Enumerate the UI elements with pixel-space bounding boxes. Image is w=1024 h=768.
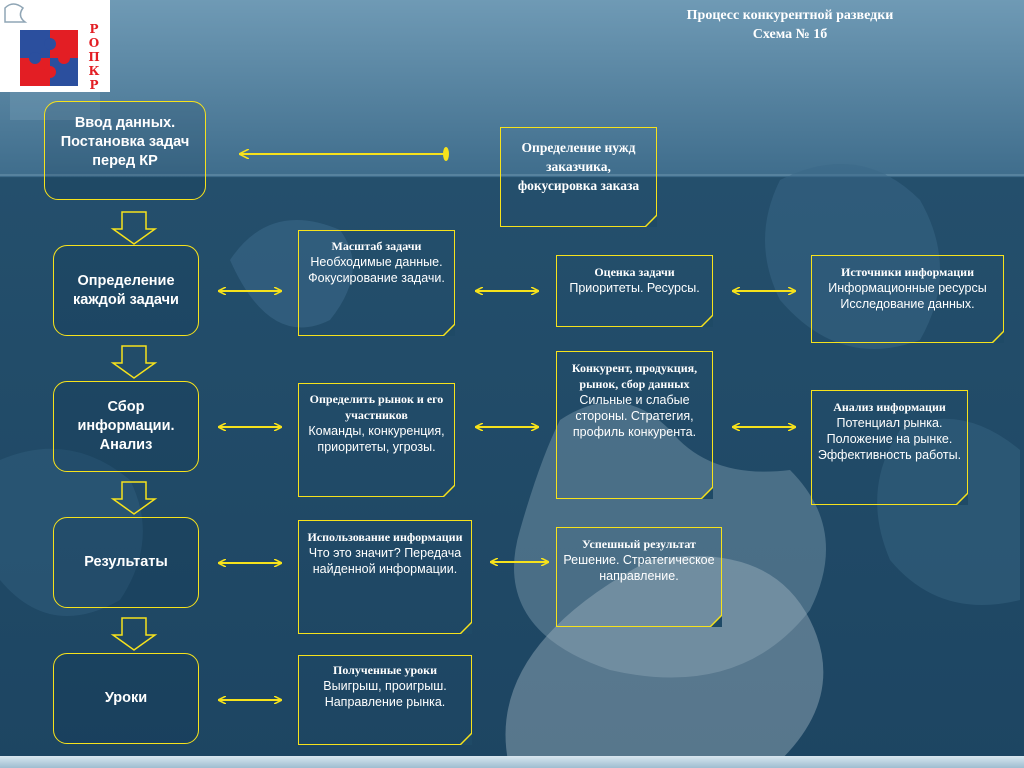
page-title: Процесс конкурентной разведки Схема № 1б (660, 6, 920, 44)
note-usage-body: Что это значит? Передача найденной инфор… (308, 546, 462, 576)
note-success-body: Решение. Стратегическое направление. (563, 553, 715, 583)
note-lessons-heading: Полученные уроки (332, 663, 438, 677)
note-sources-heading: Источники информации (841, 265, 974, 279)
note-competitor-heading: Конкурент, продукция, рынок, сбор данных (571, 361, 698, 391)
note-scope: Масштаб задачи Необходимые данные. Фокус… (298, 230, 455, 336)
bottom-strip (0, 756, 1024, 768)
page-fold-icon (443, 324, 455, 336)
note-scope-body: Необходимые данные. Фокусирование задачи… (308, 255, 445, 285)
page-fold-icon (645, 215, 657, 227)
page-fold-icon (992, 331, 1004, 343)
note-success-heading: Успешный результат (582, 537, 696, 551)
note-sources-body: Информационные ресурсы Исследование данн… (828, 281, 987, 311)
step-input-label: Ввод данных. Постановка задач перед КР (60, 115, 190, 169)
note-analysis: Анализ информации Потенциал рынка. Полож… (811, 390, 968, 505)
note-competitor-body: Сильные и слабые стороны. Стратегия, про… (572, 393, 697, 439)
page-fold-icon (956, 493, 968, 505)
page-fold-icon (710, 615, 722, 627)
page-fold-icon (443, 485, 455, 497)
puzzle-logo-icon (4, 3, 78, 86)
note-analysis-body: Потенциал рынка. Положение на рынке. Эфф… (817, 416, 962, 462)
note-usage-heading: Использование информации (307, 530, 463, 544)
note-market: Определить рынок и его участников Команд… (298, 383, 455, 497)
page-fold-icon (460, 622, 472, 634)
page-fold-icon (701, 315, 713, 327)
step-input: Ввод данных. Постановка задач перед КР (44, 101, 206, 200)
title-line-1: Процесс конкурентной разведки (686, 8, 894, 23)
logo: Р О П К Р (0, 0, 110, 92)
note-assessment: Оценка задачи Приоритеты. Ресурсы. (556, 255, 713, 327)
note-sources: Источники информации Информационные ресу… (811, 255, 1004, 343)
note-analysis-heading: Анализ информации (833, 400, 946, 414)
step-define-tasks: Определение каждой задачи (53, 245, 199, 336)
step-lessons: Уроки (53, 653, 199, 744)
note-lessons: Полученные уроки Выигрыш, проигрыш. Напр… (298, 655, 472, 745)
step-collect: Сбор информации. Анализ (53, 381, 199, 472)
page-fold-icon (460, 733, 472, 745)
step-lessons-label: Уроки (104, 690, 148, 706)
note-needs: Определение нужд заказчика, фокусировка … (500, 127, 657, 227)
page-fold-icon (701, 487, 713, 499)
title-line-2: Схема № 1б (752, 27, 828, 42)
logo-letters: Р О П К Р (88, 22, 100, 92)
step-results: Результаты (53, 517, 199, 608)
note-competitor: Конкурент, продукция, рынок, сбор данных… (556, 351, 713, 499)
note-needs-heading: Определение нужд заказчика, фокусировка … (517, 140, 640, 193)
step-collect-label: Сбор информации. Анализ (77, 399, 175, 453)
note-assessment-heading: Оценка задачи (594, 265, 675, 279)
note-market-heading: Определить рынок и его участников (309, 392, 444, 422)
step-results-label: Результаты (84, 554, 168, 570)
note-market-body: Команды, конкуренция, приоритеты, угрозы… (308, 424, 445, 454)
step-define-tasks-label: Определение каждой задачи (73, 272, 179, 308)
note-assessment-body: Приоритеты. Ресурсы. (569, 281, 700, 295)
note-scope-heading: Масштаб задачи (331, 239, 422, 253)
note-success: Успешный результат Решение. Стратегическ… (556, 527, 722, 627)
note-usage: Использование информации Что это значит?… (298, 520, 472, 634)
note-lessons-body: Выигрыш, проигрыш. Направление рынка. (323, 679, 447, 709)
